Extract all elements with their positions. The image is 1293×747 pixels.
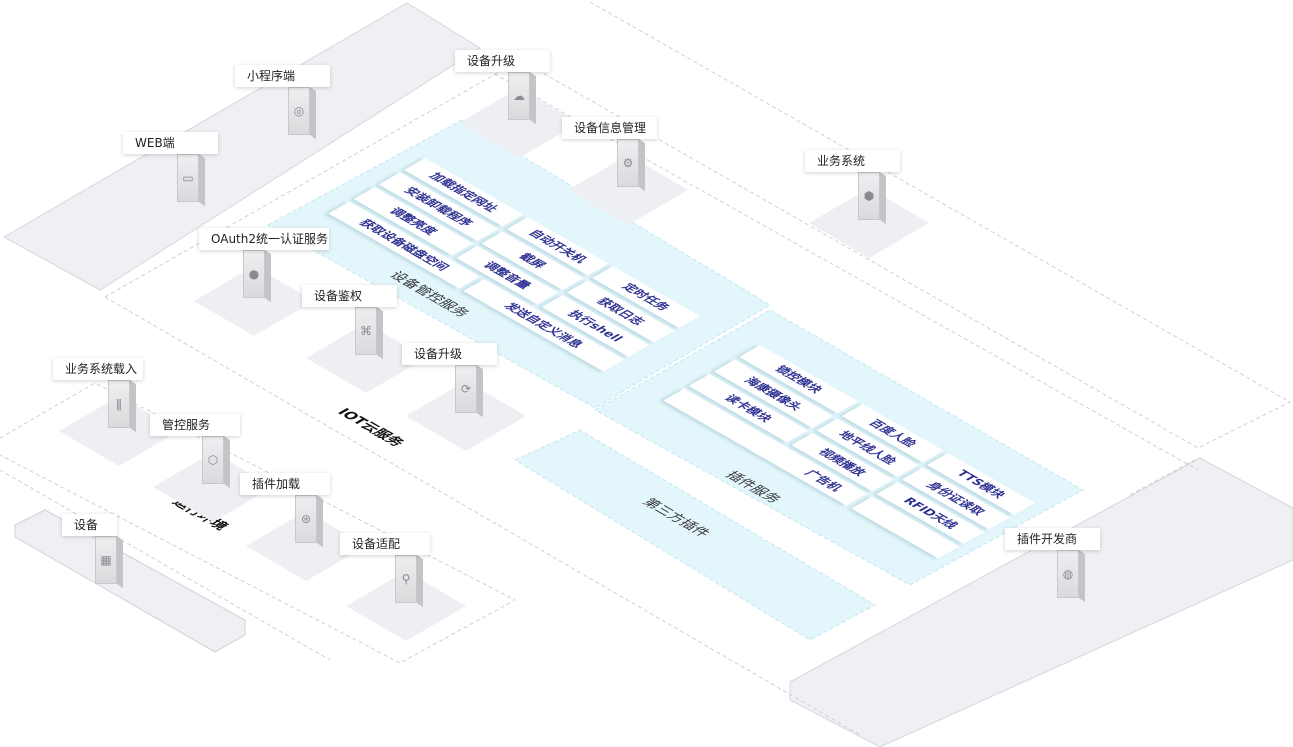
monitor-icon: ▭ <box>177 154 199 202</box>
node-label: 设备 <box>62 514 117 536</box>
node-label: 插件加载 <box>240 473 330 495</box>
plugin-developer-icon: ◍ <box>1057 550 1079 598</box>
waveform-icon: ǁ <box>108 380 130 428</box>
node-upgrade-mid[interactable]: ⟳ 设备升级 <box>402 343 526 451</box>
node-device-auth[interactable]: ⌘ 设备鉴权 <box>302 285 426 393</box>
node-label: 管控服务 <box>150 414 240 436</box>
node-web[interactable]: ▭ WEB端 <box>123 132 218 202</box>
node-label: WEB端 <box>123 132 218 154</box>
node-label: 插件开发商 <box>1005 528 1100 550</box>
node-upgrade-top[interactable]: ☁ 设备升级 <box>455 50 579 158</box>
developer-strip <box>789 457 1293 747</box>
node-label: 设备升级 <box>402 343 497 365</box>
node-device-adapter[interactable]: ⚲ 设备适配 <box>340 533 466 641</box>
node-label: 设备信息管理 <box>562 117 657 139</box>
node-plugin-load[interactable]: ⊛ 插件加载 <box>240 473 366 581</box>
node-label: 业务系统 <box>805 150 900 172</box>
cloud-upgrade-icon: ☁ <box>508 72 530 120</box>
node-base <box>809 188 929 258</box>
node-base <box>153 452 273 522</box>
node-device-info[interactable]: ⚙ 设备信息管理 <box>562 117 688 225</box>
node-label: 设备升级 <box>455 50 550 72</box>
node-label: 设备适配 <box>340 533 430 555</box>
device-auth-icon: ⌘ <box>355 307 377 355</box>
business-system-icon: ⬢ <box>858 172 880 220</box>
node-device[interactable]: ▦ 设备 <box>62 514 117 584</box>
device-strip <box>14 509 246 653</box>
user-auth-icon: ● <box>243 250 265 298</box>
node-oauth[interactable]: ● OAuth2统一认证服务 <box>194 228 329 336</box>
node-control-service[interactable]: ⬡ 管控服务 <box>150 414 273 522</box>
node-base <box>59 396 179 466</box>
node-business-system[interactable]: ⬢ 业务系统 <box>805 150 929 258</box>
node-base <box>194 266 314 336</box>
node-mini-program[interactable]: ◎ 小程序端 <box>235 65 330 135</box>
mini-program-icon: ◎ <box>288 87 310 135</box>
node-label: 设备鉴权 <box>302 285 397 307</box>
third-party-plane <box>513 429 877 641</box>
node-label: OAuth2统一认证服务 <box>199 228 329 250</box>
device-adapter-icon: ⚲ <box>395 555 417 603</box>
node-label: 业务系统载入 <box>53 358 143 380</box>
node-base <box>459 88 579 158</box>
plugin-load-icon: ⊛ <box>295 495 317 543</box>
node-base <box>406 381 526 451</box>
network-cube-icon: ⬡ <box>202 436 224 484</box>
device-box-icon: ▦ <box>95 536 117 584</box>
node-base <box>568 155 688 225</box>
node-base <box>306 323 426 393</box>
node-base <box>346 571 466 641</box>
node-label: 小程序端 <box>235 65 330 87</box>
node-business-load[interactable]: ǁ 业务系统载入 <box>53 358 179 466</box>
sync-upgrade-icon: ⟳ <box>455 365 477 413</box>
node-plugin-developer[interactable]: ◍ 插件开发商 <box>1005 528 1100 598</box>
node-base <box>246 511 366 581</box>
device-info-icon: ⚙ <box>617 139 639 187</box>
